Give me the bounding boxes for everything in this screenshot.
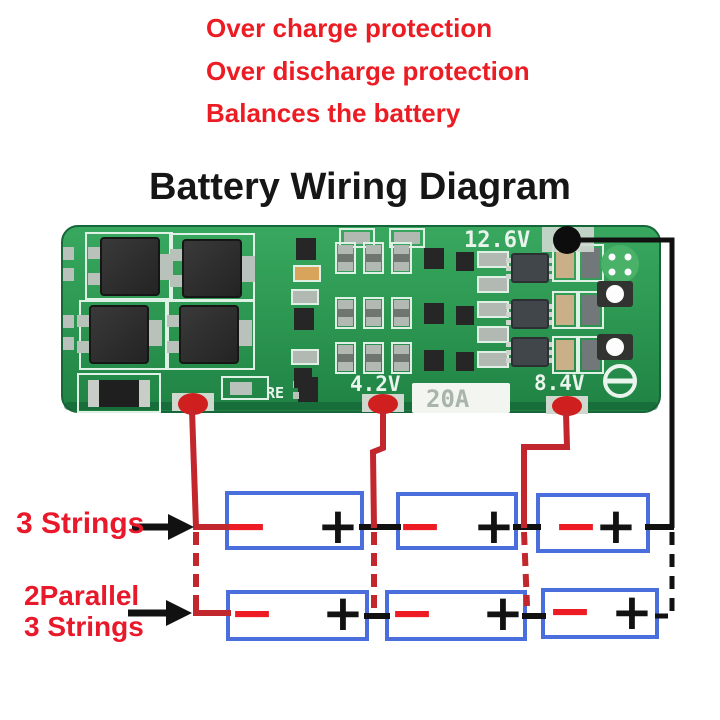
cell-2 — [396, 492, 518, 550]
balance-wire-b2-dashed — [521, 531, 530, 607]
battery-cells — [225, 491, 659, 641]
cell-terminals: − + − + − + − + − + − + — [223, 494, 653, 644]
balance-dot-b1 — [368, 394, 398, 414]
row2-config-label-line2: 3 Strings — [24, 611, 144, 643]
row2-config-label: 2Parallel 3 Strings — [24, 580, 144, 643]
mounting-hole-2 — [597, 334, 633, 360]
cell5-plus: + — [482, 584, 524, 642]
balance-wire-b1 — [369, 412, 386, 529]
balance-pads — [172, 393, 588, 416]
pack-plus-wire-parallel-dashed — [652, 532, 675, 619]
mosfet-2 — [182, 239, 242, 298]
feature-overdischarge: Over discharge protection — [206, 56, 530, 86]
mosfet-3 — [89, 305, 149, 364]
mosfet-bank — [63, 232, 255, 370]
cell-6 — [541, 588, 659, 639]
minus-symbol-icon — [603, 364, 637, 398]
current-rating-plate — [412, 383, 510, 413]
row1-arrow-icon — [132, 514, 194, 540]
pack-plus-wire — [580, 237, 675, 528]
balance-dot-b2 — [552, 396, 582, 416]
b-minus-wire-row2 — [193, 598, 231, 616]
label-re: RE — [266, 384, 284, 402]
cell1-plus: + — [317, 497, 359, 555]
mosfet-1 — [100, 237, 160, 296]
alignment-dots — [608, 253, 632, 276]
label-cell1-voltage: 4.2V — [350, 372, 401, 396]
power-resistor — [77, 373, 161, 413]
cell-1 — [225, 491, 364, 550]
pack-plus-dot — [553, 226, 581, 254]
label-cell2-voltage: 8.4V — [534, 371, 585, 395]
feature-balance: Balances the battery — [206, 98, 461, 128]
cell3-minus: − — [553, 494, 598, 557]
protection-ics — [506, 253, 554, 367]
balance-dot-b-minus — [178, 393, 208, 415]
smd-components — [291, 228, 604, 388]
row1-config-label: 3 Strings — [16, 507, 145, 540]
cell2-plus: + — [473, 497, 515, 555]
cell-4 — [226, 590, 369, 641]
row2-config-label-line1: 2Parallel — [24, 580, 140, 611]
page-title: Battery Wiring Diagram — [149, 166, 571, 208]
alignment-mark — [601, 245, 639, 283]
b-minus-wire — [189, 409, 230, 530]
red-wires — [189, 409, 571, 616]
label-pack-voltage: 12.6V — [464, 228, 530, 253]
cell1-minus: − — [223, 494, 268, 557]
cell-3 — [536, 493, 650, 553]
cell2-minus: − — [397, 494, 442, 557]
mosfet-4 — [179, 305, 239, 364]
cell4-plus: + — [322, 584, 364, 642]
cell4-minus: − — [229, 581, 274, 644]
feature-overcharge: Over charge protection — [206, 13, 493, 43]
balance-wire-b2 — [521, 412, 571, 528]
cell6-minus: − — [547, 579, 592, 642]
row2-arrow-icon — [128, 600, 192, 626]
cell6-plus: + — [611, 583, 653, 641]
mounting-hole-1 — [597, 281, 633, 307]
mosfet-pads — [63, 247, 255, 353]
cell3-plus: + — [595, 497, 637, 555]
label-current-rating: 20A — [426, 385, 470, 413]
bms-pcb-board: 12.6V 4.2V 8.4V RE 20A — [61, 225, 661, 416]
cell5-minus: − — [389, 581, 434, 644]
